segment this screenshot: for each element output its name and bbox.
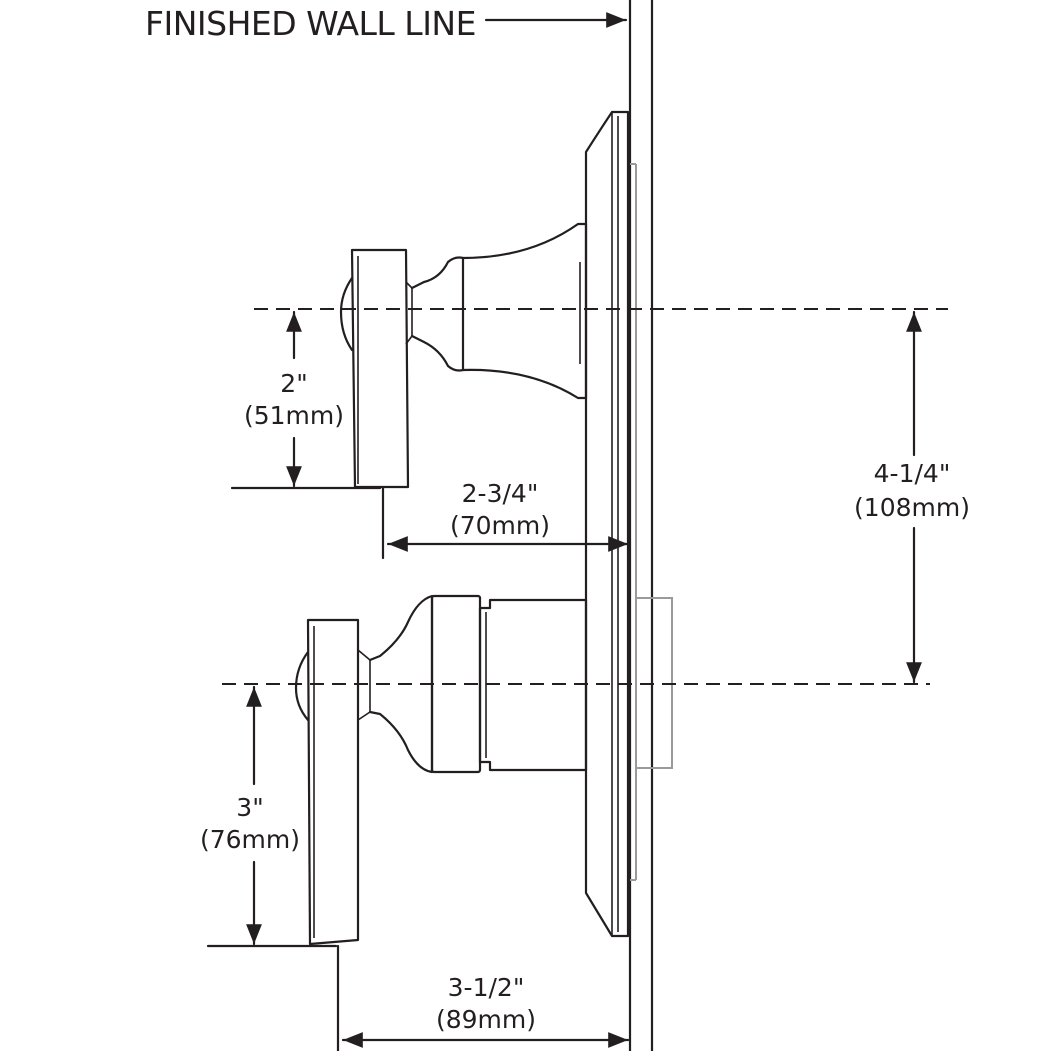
centers-spacing-imperial: 4-1/4": [874, 459, 951, 488]
upper-handle-projection-dimension: 2-3/4" (70mm): [381, 479, 630, 560]
finished-wall-line-label: FINISHED WALL LINE: [145, 4, 476, 43]
upper-projection-metric: (70mm): [450, 511, 550, 540]
lower-height-imperial: 3": [236, 793, 263, 822]
lower-handle-height-dimension: 3" (76mm): [200, 685, 338, 948]
upper-handle: [339, 222, 588, 489]
centers-spacing-metric: (108mm): [854, 493, 970, 522]
lower-handle: [294, 594, 588, 946]
upper-projection-imperial: 2-3/4": [462, 479, 539, 508]
lower-projection-metric: (89mm): [436, 1005, 536, 1034]
lower-projection-imperial: 3-1/2": [448, 973, 525, 1002]
finished-wall: [628, 0, 654, 1051]
centers-spacing-dimension: 4-1/4" (108mm): [854, 310, 970, 684]
lower-height-metric: (76mm): [200, 825, 300, 854]
escutcheon-plate: [584, 110, 637, 938]
upper-height-metric: (51mm): [244, 401, 344, 430]
upper-height-imperial: 2": [280, 369, 307, 398]
lower-handle-projection-dimension: 3-1/2" (89mm): [336, 944, 630, 1051]
upper-handle-height-dimension: 2" (51mm): [230, 310, 382, 490]
